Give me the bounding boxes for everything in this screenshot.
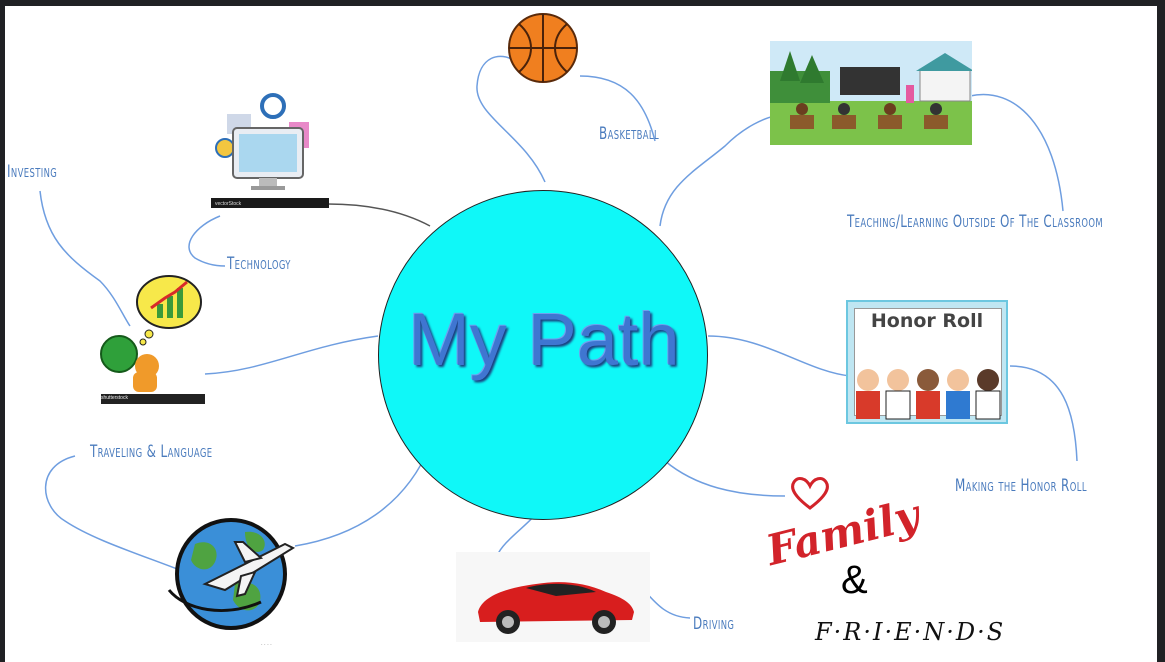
- ampersand: &: [841, 558, 868, 602]
- connector-teaching-label: [969, 93, 1064, 212]
- globe-plane-image: [167, 518, 296, 630]
- label-investing[interactable]: Investing: [7, 162, 58, 182]
- friends-word: F·R·I·E·N·D·S: [815, 618, 1006, 646]
- investing-money-image: [100, 275, 205, 404]
- children-icon: [856, 369, 1001, 420]
- label-traveling[interactable]: Traveling & Language: [90, 442, 213, 462]
- connector-technology: [327, 203, 431, 227]
- computer-technology-image: [211, 93, 329, 208]
- central-node-title: My Path: [408, 298, 680, 381]
- connector-lines: [39, 55, 1078, 619]
- connector-traveling: [294, 445, 431, 547]
- connector-basketball: [476, 55, 546, 183]
- outdoor-classroom-image: [770, 41, 972, 145]
- basketball-image: [508, 13, 578, 83]
- label-driving[interactable]: Driving: [693, 614, 735, 634]
- label-teaching[interactable]: Teaching/Learning Outside Of The Classro…: [847, 212, 1104, 232]
- invest-watermark: shutterstock: [101, 395, 128, 401]
- label-technology[interactable]: Technology: [227, 254, 291, 274]
- tech-watermark: vectorStock: [215, 201, 242, 207]
- heart-icon: [791, 477, 829, 510]
- connector-investing: [204, 335, 379, 375]
- connector-basketball-label: [579, 75, 656, 142]
- red-car-image: [456, 552, 650, 642]
- mind-map-canvas: My Path Basketball Teaching/Learning Out…: [5, 6, 1157, 662]
- connector-family: [664, 460, 786, 497]
- connector-technology-label: [188, 215, 226, 267]
- central-node[interactable]: My Path: [378, 190, 708, 520]
- label-basketball[interactable]: Basketball: [599, 124, 660, 144]
- honor-roll-sign: Honor Roll: [870, 310, 984, 332]
- label-honor-roll[interactable]: Making the Honor Roll: [955, 476, 1087, 496]
- globe-credit: · · · ·: [261, 642, 272, 648]
- connector-investing-label: [39, 190, 131, 327]
- connector-traveling-label: [44, 455, 191, 575]
- connector-honor: [707, 335, 851, 377]
- honor-roll-image: Honor Roll: [846, 300, 1008, 424]
- connector-teaching: [659, 115, 776, 227]
- connector-honor-label: [1009, 365, 1078, 462]
